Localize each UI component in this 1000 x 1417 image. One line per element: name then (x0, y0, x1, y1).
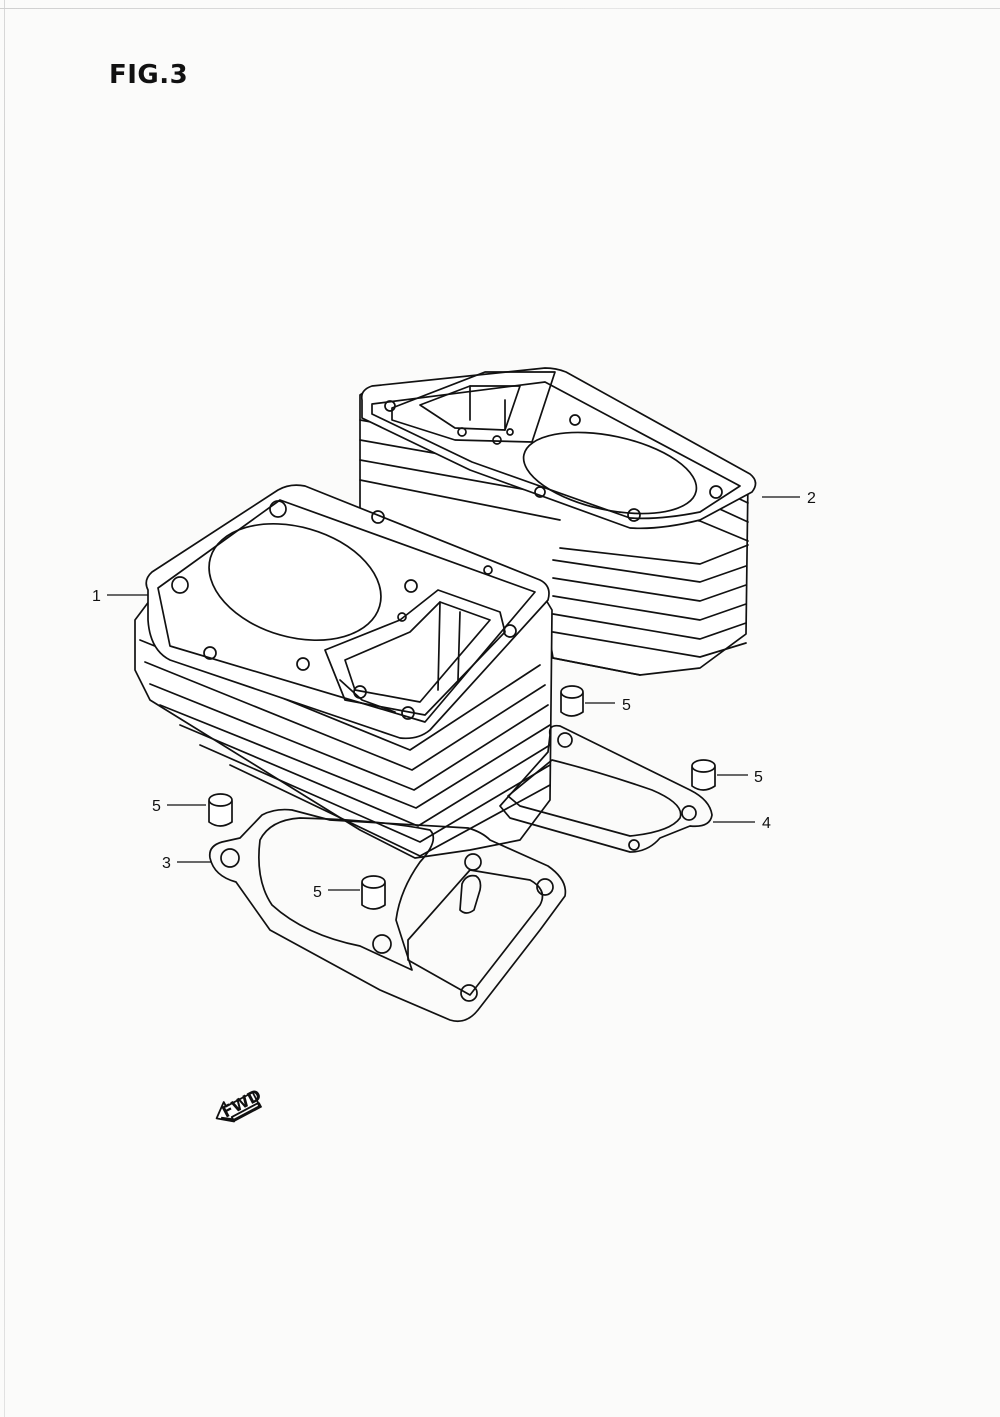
scan-edge-top (0, 8, 1000, 9)
figure-title: FIG.3 (109, 60, 189, 90)
front-gasket-drawing (208, 808, 567, 1023)
callout-number: 3 (162, 855, 171, 872)
dowel-pin-c-drawing (208, 793, 233, 827)
callout-number: 2 (807, 490, 816, 507)
dowel-pin-a-drawing (560, 685, 584, 717)
forward-arrow-icon: FWD (215, 1085, 264, 1123)
rear-cylinder-drawing (359, 367, 757, 676)
scan-edge-left (4, 0, 5, 1417)
callout-number: 5 (313, 884, 322, 901)
rear-gasket-drawing (499, 724, 713, 853)
callout-number: 5 (622, 697, 631, 714)
callout-number: 1 (92, 588, 101, 605)
callout-number: 5 (754, 769, 763, 786)
dowel-pin-b-drawing (691, 759, 716, 791)
front-cylinder-drawing (134, 484, 553, 859)
dowel-pin-d-drawing (361, 875, 386, 910)
callout-number: 4 (762, 815, 771, 832)
callout-number: 5 (152, 798, 161, 815)
